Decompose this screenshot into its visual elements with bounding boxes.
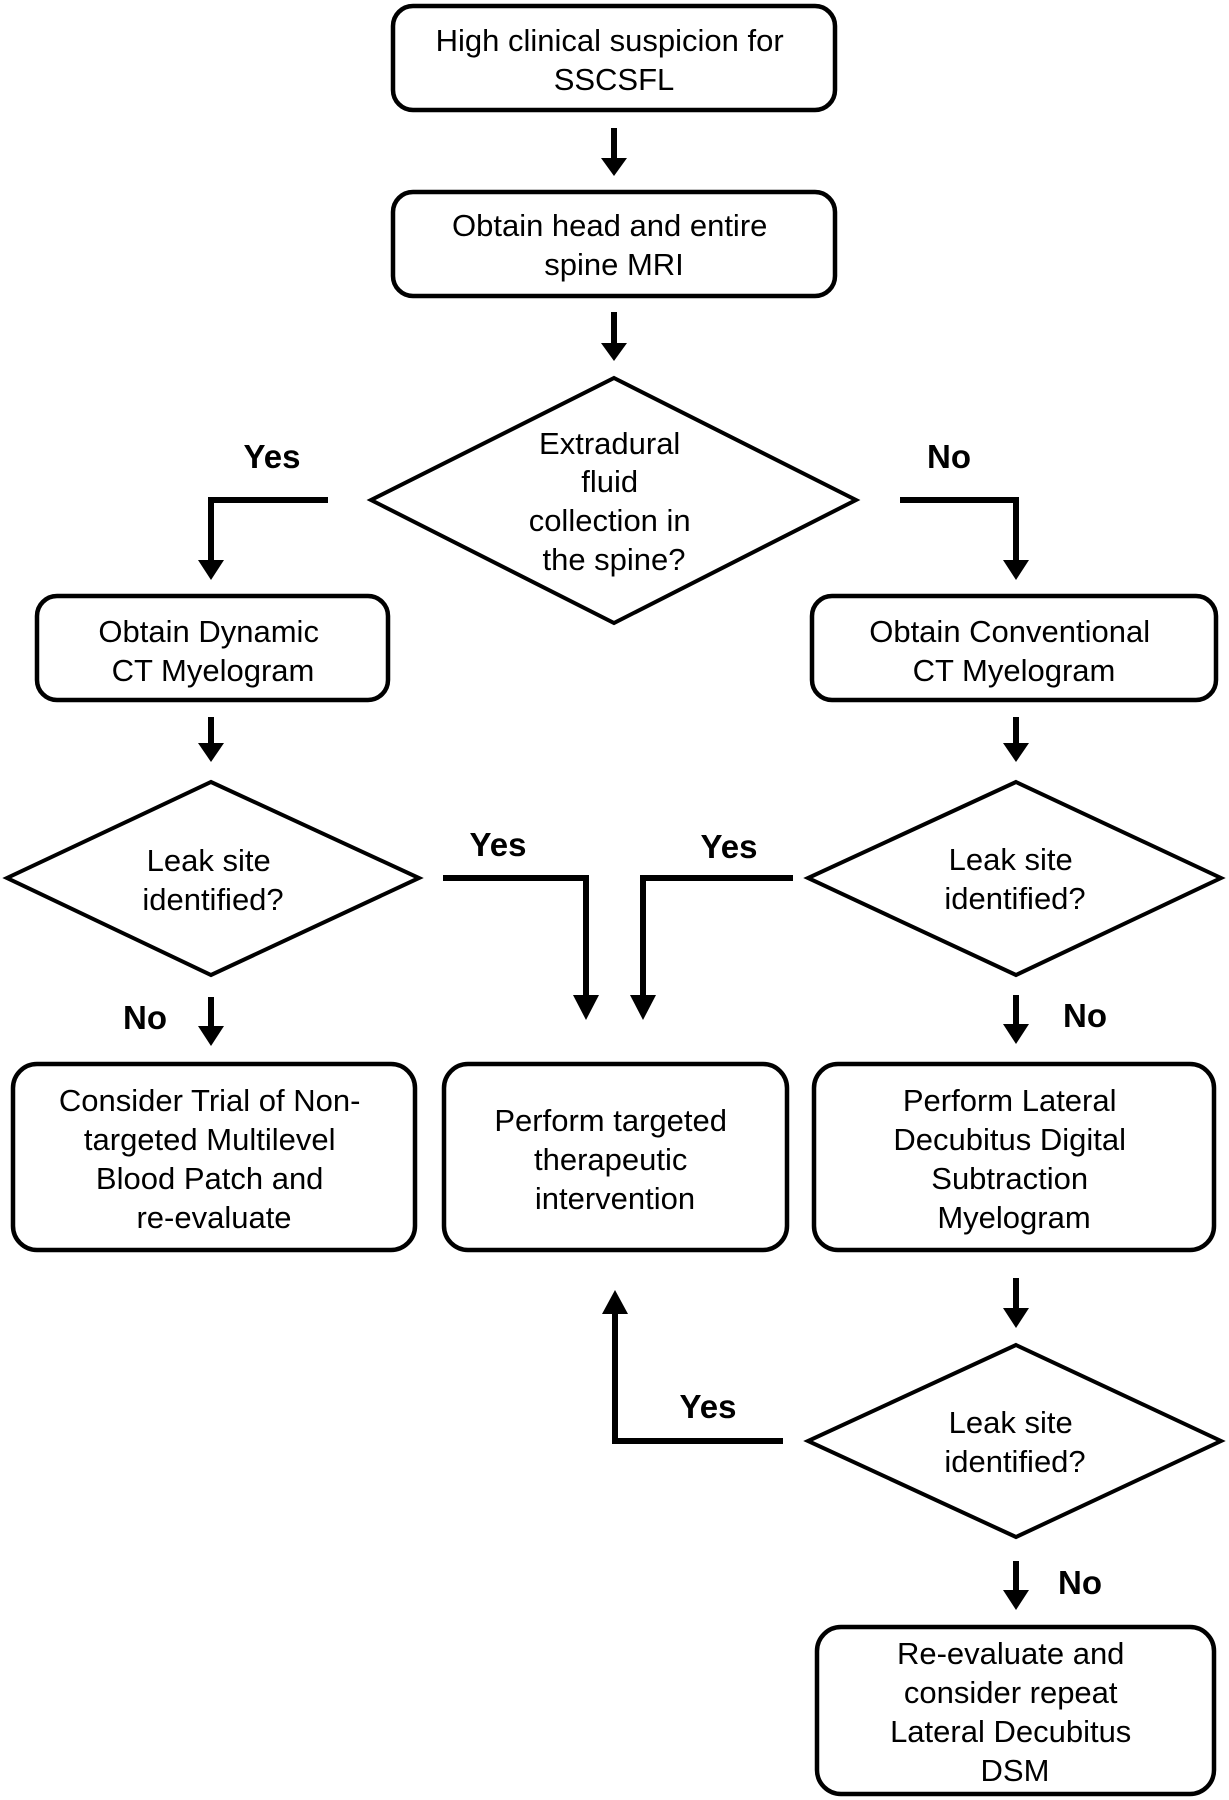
arrowhead-conventional-to-leak-right [1003,743,1029,762]
connector-leak-dsm-yes [612,1312,783,1444]
node-leak-dsm: Leak site identified? [803,1342,1226,1540]
edge-labels: Yes No Yes Yes No No Yes No [123,438,1107,1601]
label-extradural-yes: Yes [244,438,301,475]
conventional-ct-text: Obtain Conventional CT Myelogram [869,614,1159,688]
arrowhead-extradural-no [1003,560,1029,580]
dynamic-ct-box [34,593,391,703]
leak-dsm-text: Leak site identified? [944,1405,1085,1479]
arrowhead-leak-right-yes [630,995,656,1020]
node-dynamic-ct: Obtain Dynamic CT Myelogram [34,593,391,703]
connector-extradural-yes [208,497,328,562]
node-reevaluate: Re-evaluate and consider repeat Lateral … [814,1624,1217,1797]
node-leak-right: Leak site identified? [803,779,1226,978]
node-conventional-ct: Obtain Conventional CT Myelogram [809,593,1219,703]
reevaluate-text: Re-evaluate and consider repeat Lateral … [890,1636,1140,1788]
extradural-diamond [366,375,861,626]
arrowhead-leak-dsm-yes [602,1290,628,1314]
connectors [198,128,1029,1610]
node-start: High clinical suspicion for SSCSFL [390,3,838,113]
arrowhead-leak-left-no [198,1026,224,1046]
conventional-ct-box [809,593,1219,703]
mri-text: Obtain head and entire spine MRI [452,208,776,282]
label-leak-left-no: No [123,999,167,1036]
connector-leak-right-yes [640,875,793,997]
arrowhead-leak-left-yes [573,995,599,1020]
label-leak-left-yes: Yes [470,826,527,863]
dynamic-ct-text: Obtain Dynamic CT Myelogram [98,614,327,688]
targeted-text: Perform targeted therapeutic interventio… [494,1103,735,1216]
arrowhead-dsm-to-leak-dsm [1003,1308,1029,1328]
node-mri: Obtain head and entire spine MRI [390,189,838,299]
blood-patch-box [10,1061,418,1253]
node-targeted: Perform targeted therapeutic interventio… [441,1061,790,1253]
dsm-text: Perform Lateral Decubitus Digital Subtra… [893,1083,1134,1235]
leak-dsm-diamond [803,1342,1226,1540]
start-text: High clinical suspicion for SSCSFL [436,23,793,97]
leak-left-diamond [2,779,424,978]
connector-extradural-no [900,497,1019,562]
node-extradural: Extradural fluid collection in the spine… [366,375,861,626]
mri-box [390,189,838,299]
label-extradural-no: No [927,438,971,475]
arrowhead-start-to-mri [601,158,627,176]
label-leak-right-no: No [1063,997,1107,1034]
arrowhead-extradural-yes [198,560,224,580]
reevaluate-box [814,1624,1217,1797]
start-box [390,3,838,113]
targeted-box [441,1061,790,1253]
dsm-box [811,1061,1217,1253]
leak-right-diamond [803,779,1226,978]
node-leak-left: Leak site identified? [2,779,424,978]
arrowhead-mri-to-extradural [601,343,627,361]
node-dsm: Perform Lateral Decubitus Digital Subtra… [811,1061,1217,1253]
blood-patch-text: Consider Trial of Non- targeted Multilev… [59,1083,369,1235]
label-leak-right-yes: Yes [701,828,758,865]
node-blood-patch: Consider Trial of Non- targeted Multilev… [10,1061,418,1253]
leak-left-text: Leak site identified? [142,843,283,917]
label-leak-dsm-no: No [1058,1564,1102,1601]
arrowhead-dynamic-to-leak-left [198,743,224,762]
arrowhead-leak-right-no [1003,1024,1029,1044]
connector-leak-left-yes [443,875,589,997]
leak-right-text: Leak site identified? [944,842,1085,916]
extradural-text: Extradural fluid collection in the spine… [529,426,700,577]
label-leak-dsm-yes: Yes [680,1388,737,1425]
arrowhead-leak-dsm-no [1003,1590,1029,1610]
